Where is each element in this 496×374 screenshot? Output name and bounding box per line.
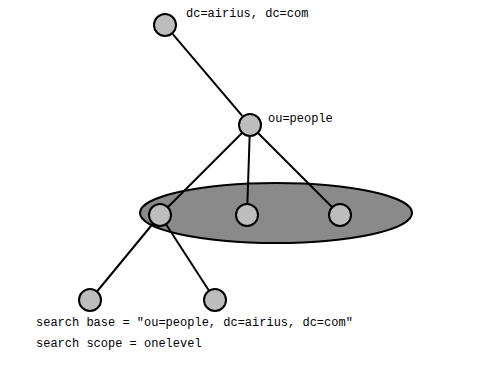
directory-entry: dc=airius, dc=com <box>153 13 177 37</box>
search-parameter: search base = "ou=people, dc=airius, dc=… <box>36 316 353 330</box>
dn-label: ou=people <box>268 112 333 126</box>
search-parameter: search scope = onelevel <box>36 337 202 351</box>
entry-circle <box>153 13 177 37</box>
tree-link <box>173 34 242 116</box>
directory-entry: ou=people <box>238 113 262 137</box>
entry-circles <box>79 204 351 311</box>
entry-circle <box>238 113 262 137</box>
result-band <box>140 183 412 243</box>
tree-lines <box>90 125 340 300</box>
dn-label: dc=airius, dc=com <box>186 7 308 21</box>
